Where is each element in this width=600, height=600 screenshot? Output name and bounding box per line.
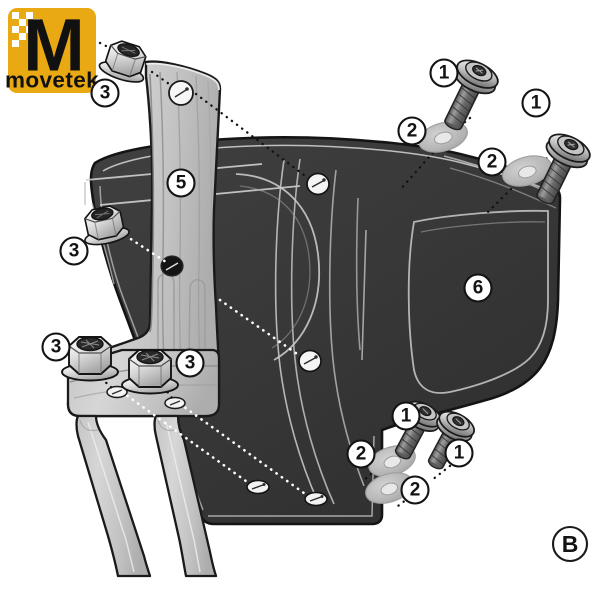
panel-arch-depression (235, 173, 320, 361)
diagram-plate-letter: B (551, 525, 589, 563)
plate-letter-circle (551, 525, 589, 563)
callout-3-mid: 3 (59, 236, 89, 266)
callout-1-top-right: 1 (521, 88, 551, 118)
bracket-leg-arch-right (157, 419, 177, 432)
callout-1-bottom-right: 1 (444, 438, 474, 468)
logo-wordmark: movetek (5, 68, 99, 93)
bracket-edge-left-shade (149, 73, 155, 333)
mounting-bracket-assembly (66, 60, 222, 578)
bracket-mid-hole (160, 255, 184, 277)
leader-nut-top-to-bracket (150, 70, 174, 88)
bracket-leg-left (75, 414, 152, 578)
bracket-rib-3 (195, 75, 201, 367)
movetek-logo: M movetek (5, 4, 99, 93)
leader-flange-to-panel-c (120, 390, 252, 486)
callout-circle (429, 58, 459, 88)
callout-1-top-left: 1 (429, 58, 459, 88)
callout-2-bottom-right: 2 (400, 475, 430, 505)
callout-3-right: 3 (175, 348, 205, 378)
flange-nut-mid (84, 205, 130, 246)
flange-bolt-bottom-right (427, 410, 475, 470)
callout-circle (397, 116, 427, 146)
bracket-top-edge (145, 62, 220, 91)
leader-bolt-tl (441, 116, 472, 142)
leader-bracket-to-panel-a (194, 92, 310, 180)
logo-checker-pattern (12, 12, 40, 47)
callout-circle (400, 475, 430, 505)
callout-circle (90, 78, 120, 108)
callout-3-top: 3 (90, 78, 120, 108)
callout-6: 6 (463, 273, 493, 303)
callout-label: 2 (407, 121, 418, 142)
logo-mark: M (23, 4, 85, 87)
panel-mount-hole-d (304, 491, 328, 507)
flange-bolt-top-right (536, 133, 591, 205)
callout-circle (391, 401, 421, 431)
panel-contour-4 (355, 197, 361, 351)
callout-1-bottom-left: 1 (391, 401, 421, 431)
washer-top-right (502, 155, 552, 187)
bracket-rib-1 (159, 71, 165, 363)
bracket-rib-4 (207, 81, 213, 265)
bracket-leg-arch-left (79, 419, 99, 432)
callout-circle (166, 168, 196, 198)
callout-3-left: 3 (41, 332, 71, 362)
callout-2-top-right: 2 (477, 147, 507, 177)
callout-circle (41, 332, 71, 362)
callout-circle (521, 88, 551, 118)
callout-circle (463, 273, 493, 303)
bracket-leg-right-highlight (165, 421, 201, 573)
bracket-top-hole (168, 80, 194, 106)
callout-label: 1 (531, 93, 542, 114)
callout-label: 5 (176, 173, 187, 194)
flange-nut-left (61, 336, 119, 382)
washer-bottom-right (365, 472, 413, 504)
panel-recess-large (407, 209, 549, 394)
side-panel-left-edge-line (99, 185, 204, 511)
callout-circle (346, 439, 376, 469)
callout-label: 1 (454, 443, 465, 464)
panel-arch-depression-2 (239, 185, 311, 349)
callout-circle (477, 147, 507, 177)
bracket-leg-left-highlight (87, 421, 135, 573)
callout-label: 3 (185, 353, 196, 374)
panel-mount-hole-c (246, 479, 270, 495)
callout-2-top-left: 2 (397, 116, 427, 146)
panel-contour-1 (274, 159, 319, 503)
bracket-flange-hole-1 (106, 385, 128, 399)
callout-label: 1 (401, 406, 412, 427)
callout-label: 3 (69, 241, 80, 262)
leader-flange-to-panel-d (178, 402, 310, 498)
plate-letter-label: B (562, 531, 579, 557)
callout-label: 6 (473, 278, 484, 299)
callout-label: 3 (100, 83, 111, 104)
panel-mount-hole-b (298, 349, 322, 373)
callout-label: 2 (487, 152, 498, 173)
callout-5: 5 (166, 168, 196, 198)
callout-2-bottom-left: 2 (346, 439, 376, 469)
callout-label: 2 (410, 480, 421, 501)
flange-nut-top (98, 40, 147, 83)
panel-mount-hole-a (306, 172, 330, 196)
flange-bolt-top-left (444, 59, 499, 131)
bracket-flange-hole-2 (164, 396, 186, 410)
panel-crease-vertical (361, 229, 367, 361)
callout-circle (444, 438, 474, 468)
panel-contour-2 (290, 158, 335, 505)
callout-circle (59, 236, 89, 266)
panel-recess-large-inner (420, 221, 546, 233)
flange-nut-right (121, 349, 179, 395)
callout-circle (175, 348, 205, 378)
callout-label: 2 (356, 444, 367, 465)
callout-label: 1 (439, 63, 450, 84)
callout-label: 3 (51, 337, 62, 358)
leader-nut-mid-to-hole (118, 230, 168, 264)
bracket-rib-2 (176, 71, 182, 365)
